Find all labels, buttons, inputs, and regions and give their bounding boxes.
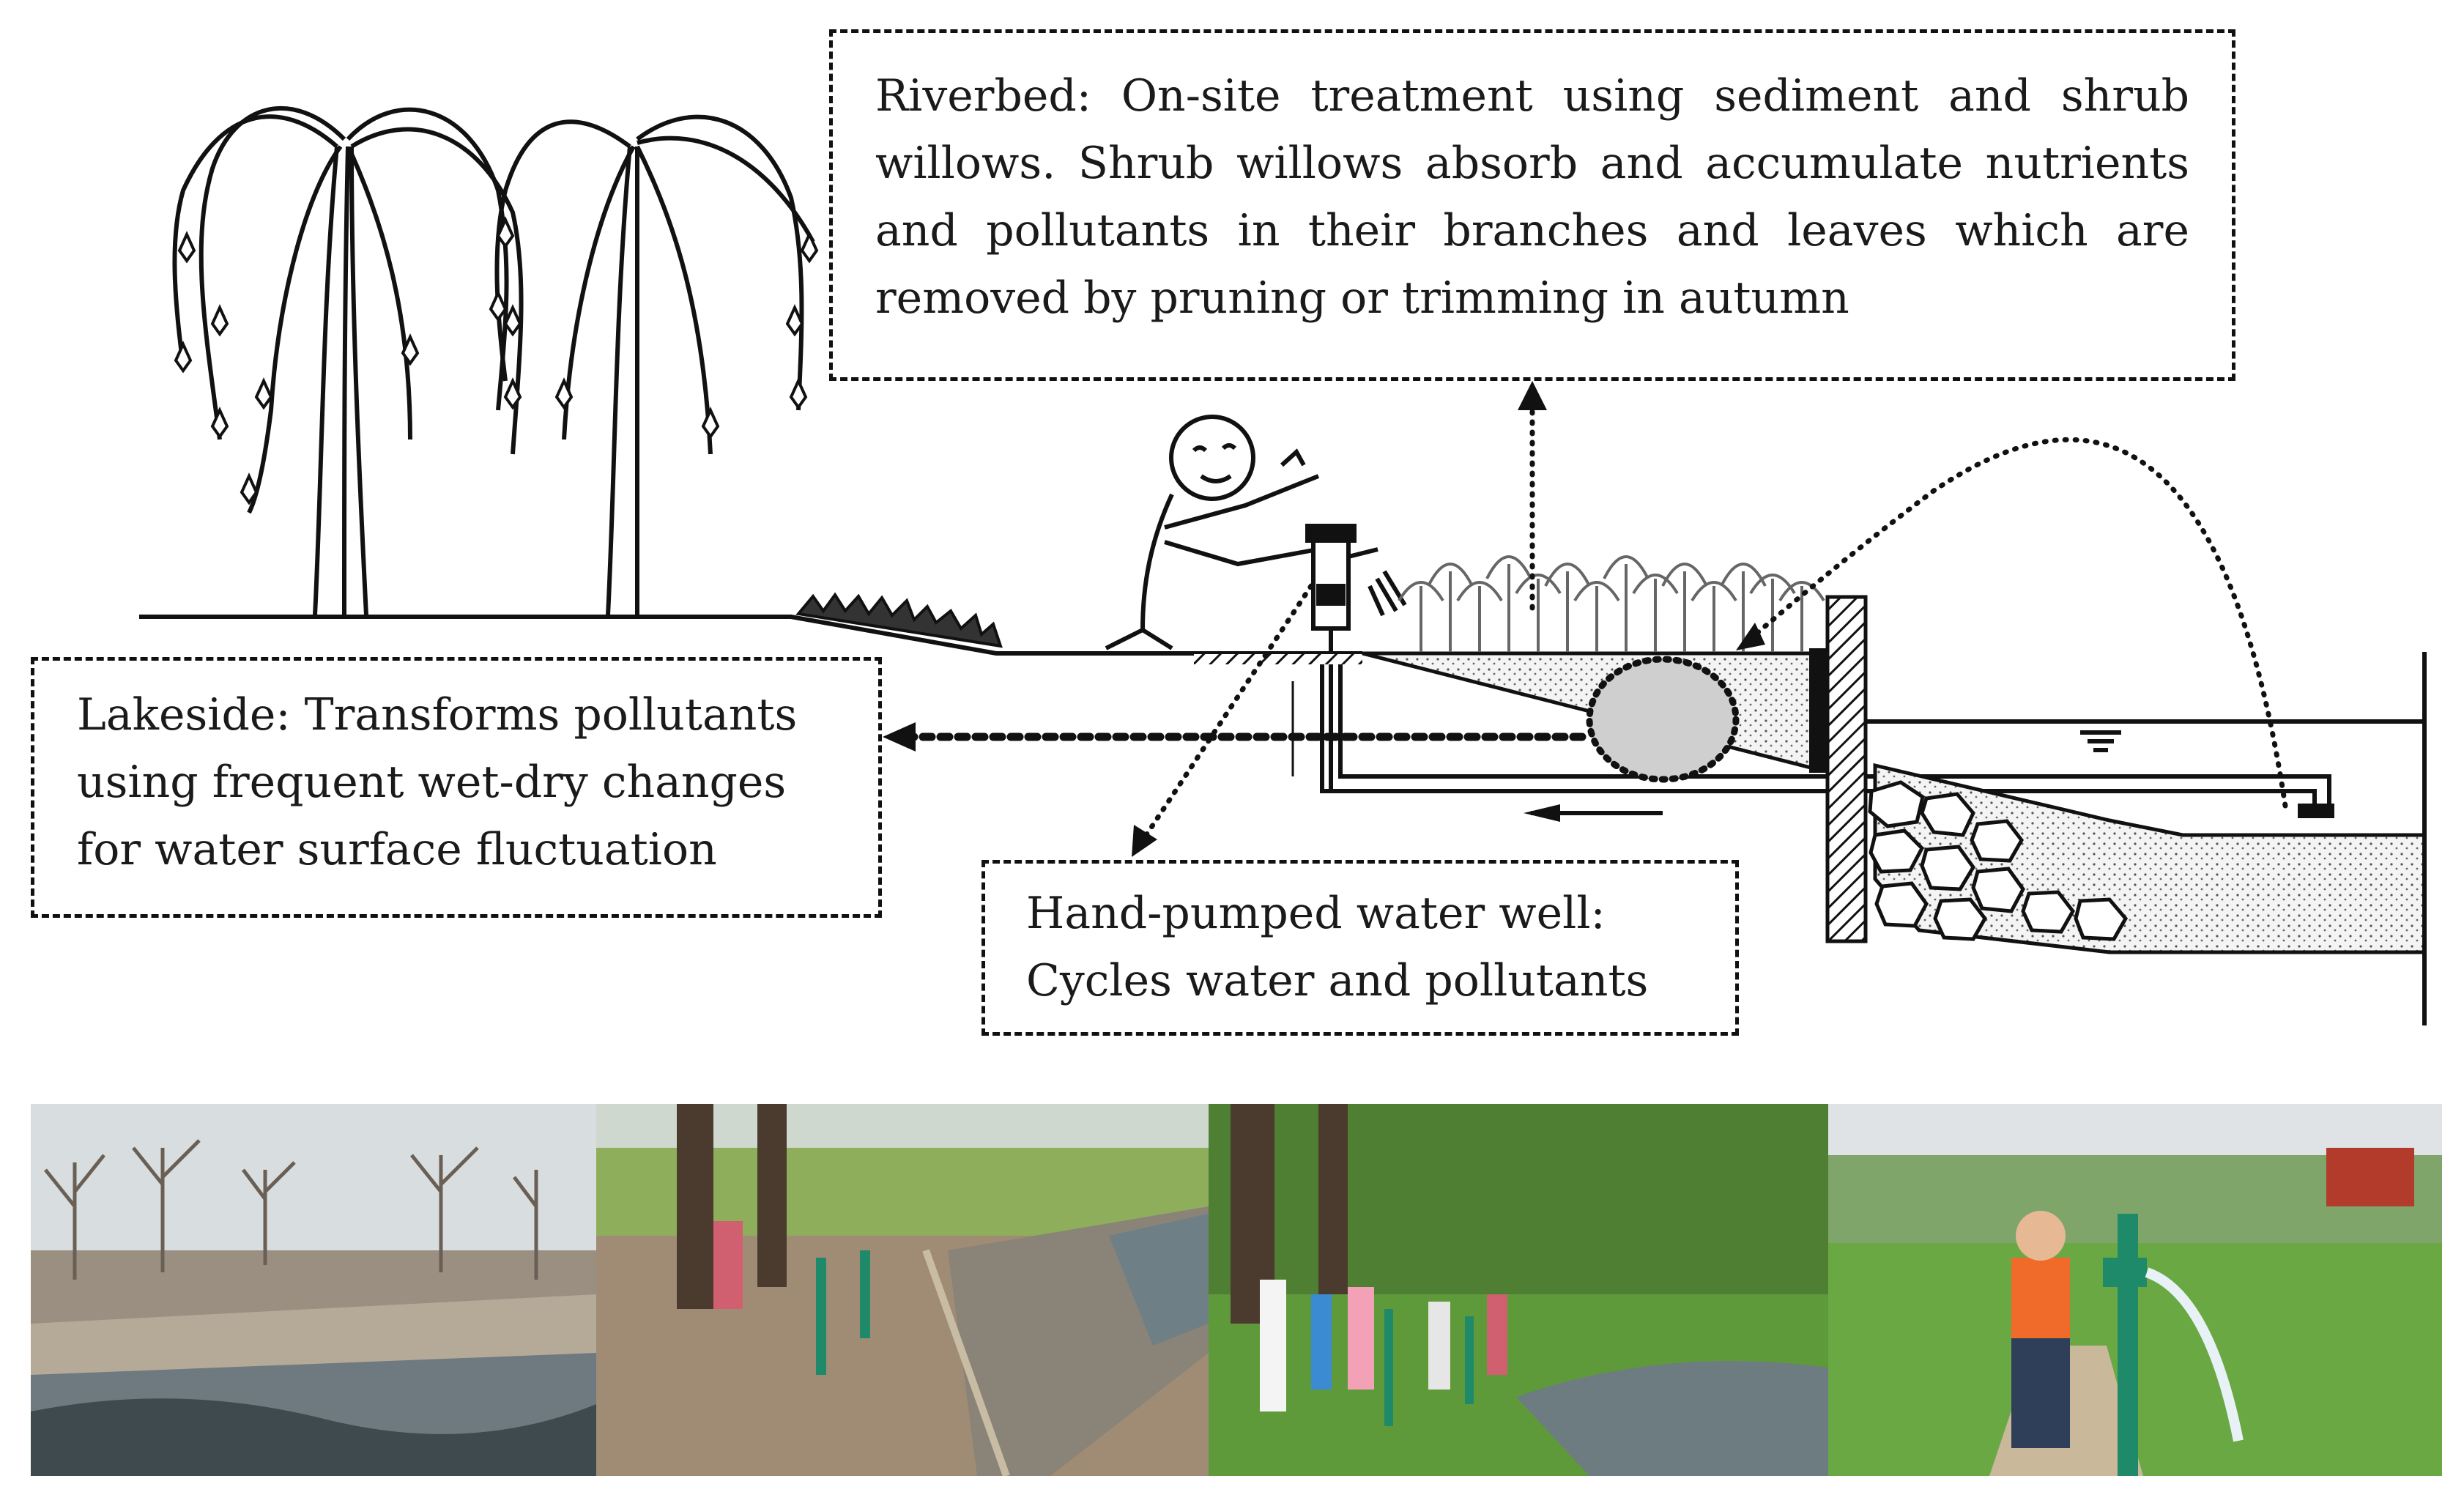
schematic-diagram: Riverbed: On-site treatment using sedime…: [31, 29, 2427, 1036]
lakeside-text: Lakeside: Transforms pollutants using fr…: [77, 689, 798, 875]
boy-at-pump-photo: [1828, 1104, 2442, 1476]
willow-tree-icon: [172, 105, 524, 616]
dotted-arrows: [908, 407, 2288, 849]
schematic-drawing: [139, 105, 2427, 1025]
photo-strip: [31, 1104, 2442, 1476]
well-annotation: Hand-pumped water well: Cycles water and…: [981, 860, 1739, 1036]
well-text: Hand-pumped water well: Cycles water and…: [1026, 888, 1649, 1006]
willow-tree-icon: [494, 114, 815, 616]
wall-cap: [1809, 648, 1828, 773]
retaining-wall: [1825, 595, 1868, 943]
hand-pump-icon: [1305, 524, 1407, 791]
shrub-icon: [795, 592, 1003, 648]
willow-leaves: [174, 216, 819, 505]
flow-arrowhead: [1524, 804, 1560, 822]
riverbed-annotation: Riverbed: On-site treatment using sedime…: [829, 29, 2235, 381]
stick-figure-icon: [1105, 415, 1326, 650]
pipe: [1320, 652, 2334, 818]
stones: [1868, 780, 2129, 941]
shrub-willows-icon: [1398, 555, 1825, 652]
ground-line: [139, 615, 1362, 656]
treatment-zone-circle: [1586, 656, 1740, 783]
children-at-pumps-photo: [1209, 1104, 1828, 1476]
riverbed-text: Riverbed: On-site treatment using sedime…: [875, 70, 2189, 324]
lakeside-annotation: Lakeside: Transforms pollutants using fr…: [31, 657, 882, 918]
arrowheads: [883, 381, 1765, 857]
riverbank-construction-photo: [596, 1104, 1209, 1476]
winter-riverbed-photo: [31, 1104, 596, 1476]
ground-hatch: [1194, 654, 1362, 664]
water-surface: [1866, 652, 2427, 1025]
